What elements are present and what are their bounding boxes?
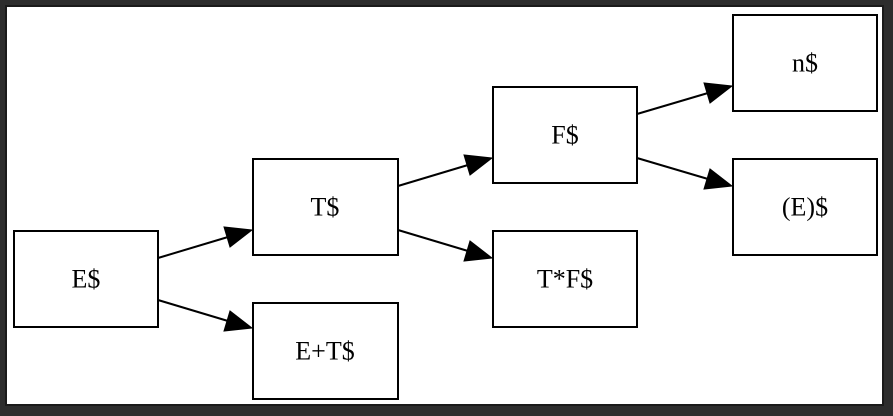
- node-E-label: E$: [72, 265, 101, 294]
- node-E: E$: [13, 230, 159, 328]
- edge-F-to-n: [636, 92, 709, 115]
- arrowhead-E-to-T: [223, 226, 254, 248]
- node-n-label: n$: [792, 49, 818, 78]
- edge-E-to-ET: [157, 299, 229, 322]
- arrowhead-E-to-ET: [223, 310, 254, 332]
- node-F: F$: [492, 86, 638, 184]
- node-F-label: F$: [551, 121, 578, 150]
- edge-E-to-T: [157, 236, 229, 259]
- node-TF-label: T*F$: [537, 265, 593, 294]
- node-TF: T*F$: [492, 230, 638, 328]
- edge-F-to-paren: [636, 157, 709, 180]
- arrowhead-F-to-n: [703, 82, 734, 104]
- node-T-label: T$: [311, 193, 340, 222]
- node-paren: (E)$: [732, 158, 878, 256]
- node-T: T$: [252, 158, 399, 256]
- arrowhead-T-to-F: [463, 154, 494, 176]
- arrowhead-F-to-paren: [703, 168, 734, 190]
- node-n: n$: [732, 14, 878, 112]
- node-paren-label: (E)$: [782, 193, 828, 222]
- edge-T-to-F: [397, 164, 469, 187]
- edge-T-to-TF: [397, 229, 469, 252]
- node-ET: E+T$: [252, 302, 399, 400]
- node-ET-label: E+T$: [295, 337, 354, 366]
- arrowhead-T-to-TF: [463, 240, 494, 262]
- edges: [157, 82, 734, 332]
